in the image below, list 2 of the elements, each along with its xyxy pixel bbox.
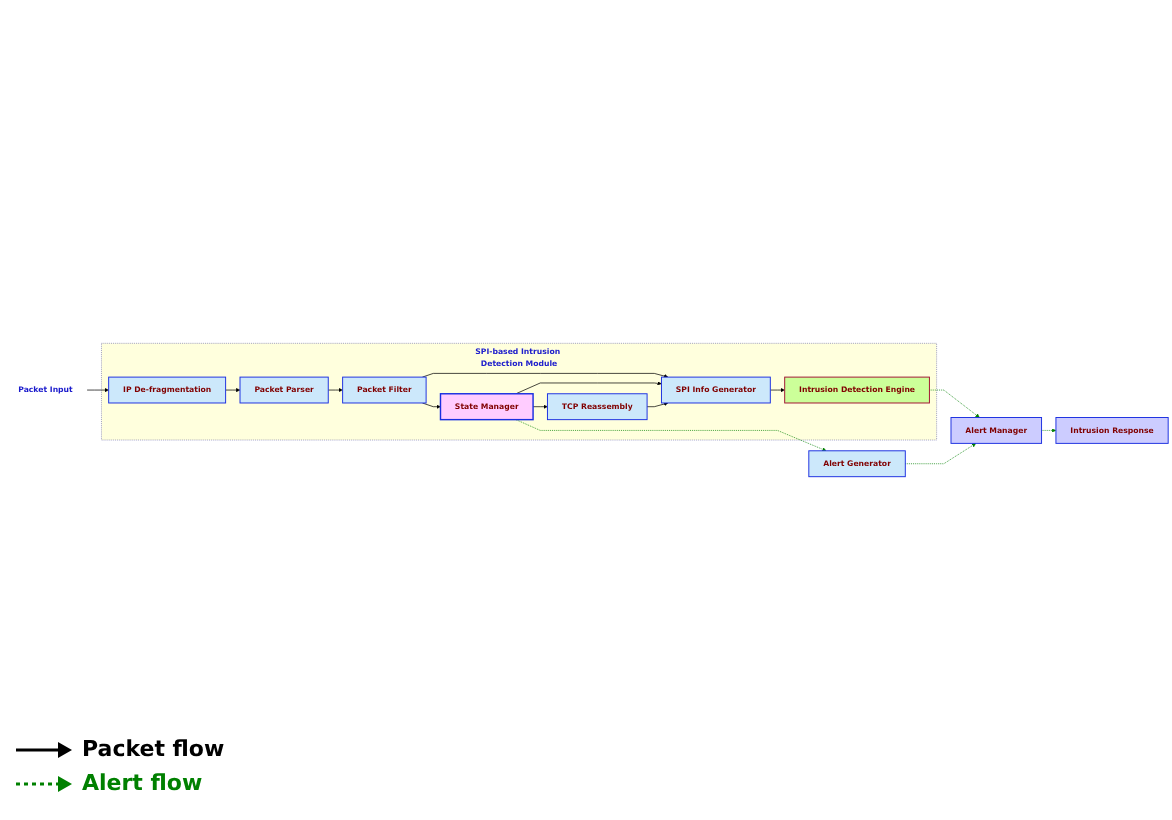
legend-text: Alert flow — [82, 770, 203, 796]
legend-text: Packet flow — [82, 736, 225, 762]
